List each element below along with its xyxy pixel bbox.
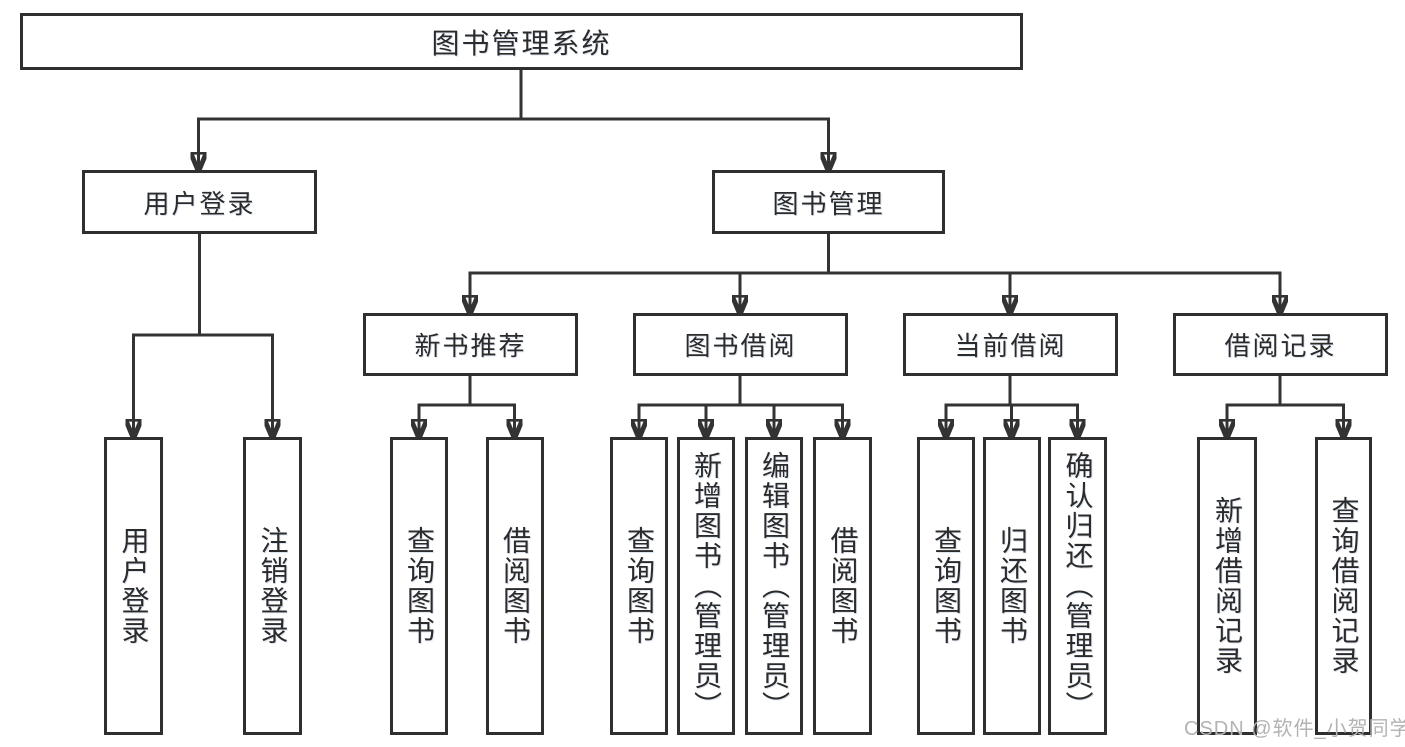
node-bb-query-book: 查询图书 [610,437,668,735]
connector-new-book-trunk [419,376,515,407]
node-book-borrow: 图书借阅 [633,313,848,376]
node-label: 借阅记录 [1224,331,1337,361]
connector-user-login-trunk [133,234,273,337]
node-label: 归还图书 [997,526,1028,646]
node-label: 查询图书 [404,526,435,646]
node-label: 查询图书 [624,526,655,646]
node-bb-add-book-admin: 新增图书（管理员） [677,437,735,735]
node-user-login-action: 用户登录 [104,437,163,735]
node-br-query-record: 查询借阅记录 [1315,437,1372,735]
node-bb-borrow-book: 借阅图书 [813,437,872,735]
node-label: 图书管理系统 [431,27,612,59]
node-label: 编辑图书（管理员） [759,451,790,721]
connector-current-borrow-trunk [946,376,1078,407]
node-label: 图书管理 [772,188,885,219]
node-nb-borrow-book: 借阅图书 [486,437,544,735]
node-cb-confirm-return-admin: 确认归还（管理员） [1048,437,1107,735]
node-label: 查询借阅记录 [1328,496,1360,676]
connector-book-borrow-trunk [639,376,843,407]
node-new-book-recommend: 新书推荐 [363,313,578,376]
node-label: 图书借阅 [684,331,797,361]
node-borrow-records: 借阅记录 [1173,313,1388,376]
node-label: 注销登录 [257,526,289,646]
node-label: 新增借阅记录 [1212,496,1243,676]
node-br-add-record: 新增借阅记录 [1197,437,1257,735]
node-cb-return-book: 归还图书 [983,437,1041,735]
connector-borrow-records-trunk [1227,376,1344,407]
node-label: 当前借阅 [954,331,1067,361]
node-user-login: 用户登录 [82,170,317,234]
connector-root-trunk [198,70,829,121]
node-label: 确认归还（管理员） [1062,451,1094,721]
node-library-system: 图书管理系统 [20,13,1023,70]
node-current-borrow: 当前借阅 [903,313,1118,376]
csdn-watermark: CSDN @软件_小贺同学 [1184,718,1405,740]
node-label: 新书推荐 [414,331,527,361]
connector-book-management-trunk [470,234,1280,275]
node-bb-edit-book-admin: 编辑图书（管理员） [745,437,803,735]
node-book-management: 图书管理 [712,170,945,234]
node-nb-query-book: 查询图书 [390,437,448,735]
node-logout-action: 注销登录 [243,437,302,735]
node-label: 借阅图书 [500,526,531,646]
node-label: 新增图书（管理员） [691,451,722,721]
node-cb-query-book: 查询图书 [917,437,975,735]
node-label: 借阅图书 [827,526,859,646]
node-label: 查询图书 [931,526,962,646]
node-label: 用户登录 [118,526,150,646]
node-label: 用户登录 [143,188,256,219]
